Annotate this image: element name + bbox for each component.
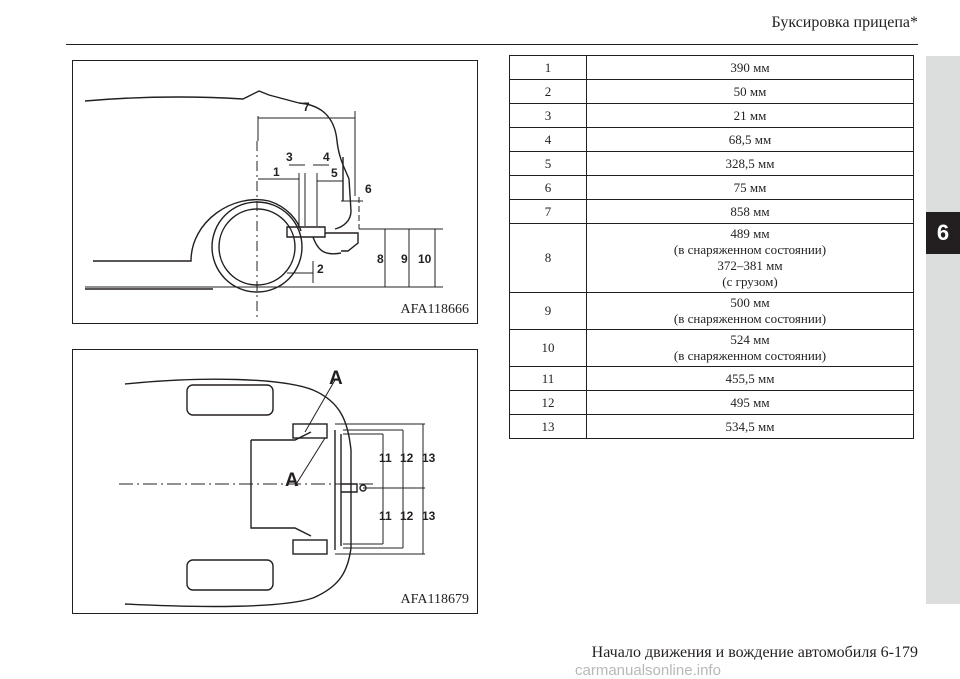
dimension-number: 10 — [509, 329, 587, 367]
dim-label-7: 7 — [303, 100, 310, 114]
dimension-value-line: 75 мм — [733, 179, 767, 195]
chapter-side-tab — [926, 56, 960, 604]
dimension-value-line: 455,5 мм — [725, 370, 775, 386]
dim-label-13-upper: 13 — [422, 451, 436, 465]
table-row: 4 68,5 мм — [509, 127, 914, 152]
dimension-number: 8 — [509, 223, 587, 293]
dimension-value-line: 372–381 мм — [717, 258, 783, 273]
dimension-number: 1 — [509, 55, 587, 80]
dimension-value: 455,5 мм — [586, 366, 914, 391]
dimension-number: 6 — [509, 175, 587, 200]
dim-label-13-lower: 13 — [422, 509, 436, 523]
dimension-value-line: 50 мм — [733, 83, 767, 99]
bottom-view-drawing: A A 11 12 13 11 12 13 — [119, 368, 436, 608]
table-row: 1 390 мм — [509, 55, 914, 80]
dim-label-3: 3 — [286, 150, 293, 164]
label-a-bottom: A — [285, 470, 299, 491]
side-view-figure: 7 3 4 1 5 6 8 9 10 2 AFA118666 — [72, 60, 478, 324]
dim-label-12-lower: 12 — [400, 509, 414, 523]
dimension-number: 4 — [509, 127, 587, 152]
dim-label-11-upper: 11 — [379, 451, 392, 465]
dimension-value: 489 мм(в снаряженном состоянии)372–381 м… — [586, 223, 914, 293]
dimension-value-line: (с грузом) — [722, 274, 778, 289]
dimension-value-line: 495 мм — [730, 394, 770, 410]
dim-label-6: 6 — [365, 182, 372, 196]
dim-label-1: 1 — [273, 165, 280, 179]
dim-label-10: 10 — [418, 252, 432, 266]
figure-code: AFA118666 — [398, 302, 471, 318]
dimension-number: 3 — [509, 103, 587, 128]
dimension-number: 7 — [509, 199, 587, 224]
dim-label-12-upper: 12 — [400, 451, 414, 465]
bottom-view-figure: A A 11 12 13 11 12 13 AFA118679 — [72, 349, 478, 614]
dimension-value-line: 68,5 мм — [728, 131, 772, 147]
dimension-value: 500 мм(в снаряженном состоянии) — [586, 292, 914, 330]
table-row: 5 328,5 мм — [509, 151, 914, 176]
dimension-value: 524 мм(в снаряженном состоянии) — [586, 329, 914, 367]
dim-label-4: 4 — [323, 150, 330, 164]
table-row: 2 50 мм — [509, 79, 914, 104]
page-footer: Начало движения и вождение автомобиля 6-… — [591, 644, 918, 661]
dimension-number: 11 — [509, 366, 587, 391]
dim-label-8: 8 — [377, 252, 384, 266]
table-row: 12 495 мм — [509, 390, 914, 415]
table-row: 6 75 мм — [509, 175, 914, 200]
dimension-number: 12 — [509, 390, 587, 415]
dimension-value-line: (в снаряженном состоянии) — [673, 311, 827, 326]
dimension-value: 75 мм — [586, 175, 914, 200]
dimension-value-line: 500 мм — [730, 295, 770, 310]
dimension-number: 9 — [509, 292, 587, 330]
dimension-value: 858 мм — [586, 199, 914, 224]
dimension-value-line: 489 мм — [730, 226, 770, 241]
chapter-number-badge: 6 — [926, 212, 960, 254]
label-a-top: A — [329, 368, 343, 389]
dimension-value: 534,5 мм — [586, 414, 914, 439]
table-row: 13 534,5 мм — [509, 414, 914, 439]
dimension-value-line: (в снаряженном состоянии) — [673, 242, 827, 257]
dimension-number: 13 — [509, 414, 587, 439]
dim-label-2: 2 — [317, 262, 324, 276]
dimension-value-line: 858 мм — [730, 203, 770, 219]
dimension-value-line: 534,5 мм — [725, 418, 775, 434]
dim-label-11-lower: 11 — [379, 509, 392, 523]
page-header-title: Буксировка прицепа* — [771, 14, 918, 31]
side-view-drawing: 7 3 4 1 5 6 8 9 10 2 — [84, 90, 443, 319]
dimension-value-line: 524 мм — [730, 332, 770, 347]
dim-label-9: 9 — [401, 252, 408, 266]
table-row: 11 455,5 мм — [509, 366, 914, 391]
table-row: 7 858 мм — [509, 199, 914, 224]
dimension-value: 21 мм — [586, 103, 914, 128]
dimension-value: 68,5 мм — [586, 127, 914, 152]
dimension-value-line: 328,5 мм — [725, 155, 775, 171]
header-rule — [66, 44, 918, 45]
dim-label-5: 5 — [331, 166, 338, 180]
dimension-value-line: 390 мм — [730, 59, 770, 75]
dimension-number: 2 — [509, 79, 587, 104]
dimension-value: 495 мм — [586, 390, 914, 415]
dimension-value: 390 мм — [586, 55, 914, 80]
dimension-number: 5 — [509, 151, 587, 176]
dimension-value-line: (в снаряженном состоянии) — [673, 348, 827, 363]
dimension-value: 328,5 мм — [586, 151, 914, 176]
figure-code: AFA118679 — [398, 592, 471, 608]
table-row: 3 21 мм — [509, 103, 914, 128]
dimension-value: 50 мм — [586, 79, 914, 104]
watermark: carmanualsonline.info — [575, 662, 721, 679]
dimension-value-line: 21 мм — [733, 107, 767, 123]
